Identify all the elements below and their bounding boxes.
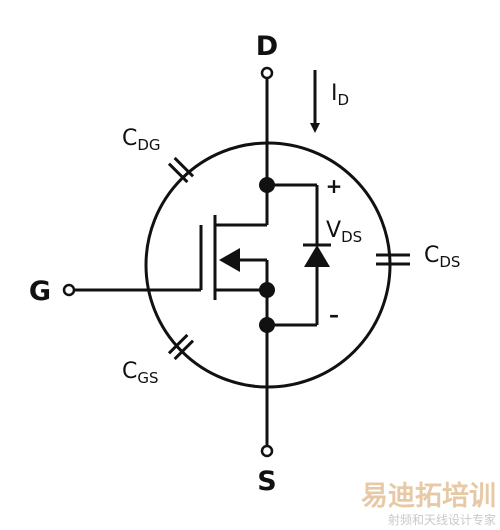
watermark-brand: 易迪拓培训 — [361, 481, 496, 512]
drain-current-label: ID — [331, 81, 349, 109]
gate-lead — [62, 225, 203, 297]
source-terminal[interactable] — [260, 444, 274, 458]
vds-minus-sign: – — [329, 303, 339, 327]
junction-dot-body — [259, 282, 275, 298]
source-lead — [260, 325, 274, 458]
watermark-tagline: 射频和天线设计专家 — [388, 512, 496, 527]
gate-label: G — [29, 276, 51, 307]
body-arrow-icon — [219, 248, 240, 272]
capacitor-gs — [167, 333, 195, 361]
gate-terminal[interactable] — [62, 283, 76, 297]
capacitor-ds — [376, 253, 410, 266]
cdg-label: CDG — [122, 126, 161, 154]
mosfet-symbol — [213, 215, 269, 325]
drain-terminal[interactable] — [260, 66, 274, 80]
capacitor-dg — [167, 156, 195, 184]
cds-label: CDS — [424, 243, 460, 271]
source-label: S — [257, 466, 276, 497]
cgs-label: CGS — [122, 359, 159, 387]
diode-triangle-icon — [304, 245, 330, 267]
vds-plus-sign: + — [326, 174, 343, 198]
drain-lead — [260, 66, 274, 225]
vds-label: VDS — [326, 218, 362, 246]
body-diode — [267, 183, 331, 327]
drain-label: D — [256, 31, 278, 62]
